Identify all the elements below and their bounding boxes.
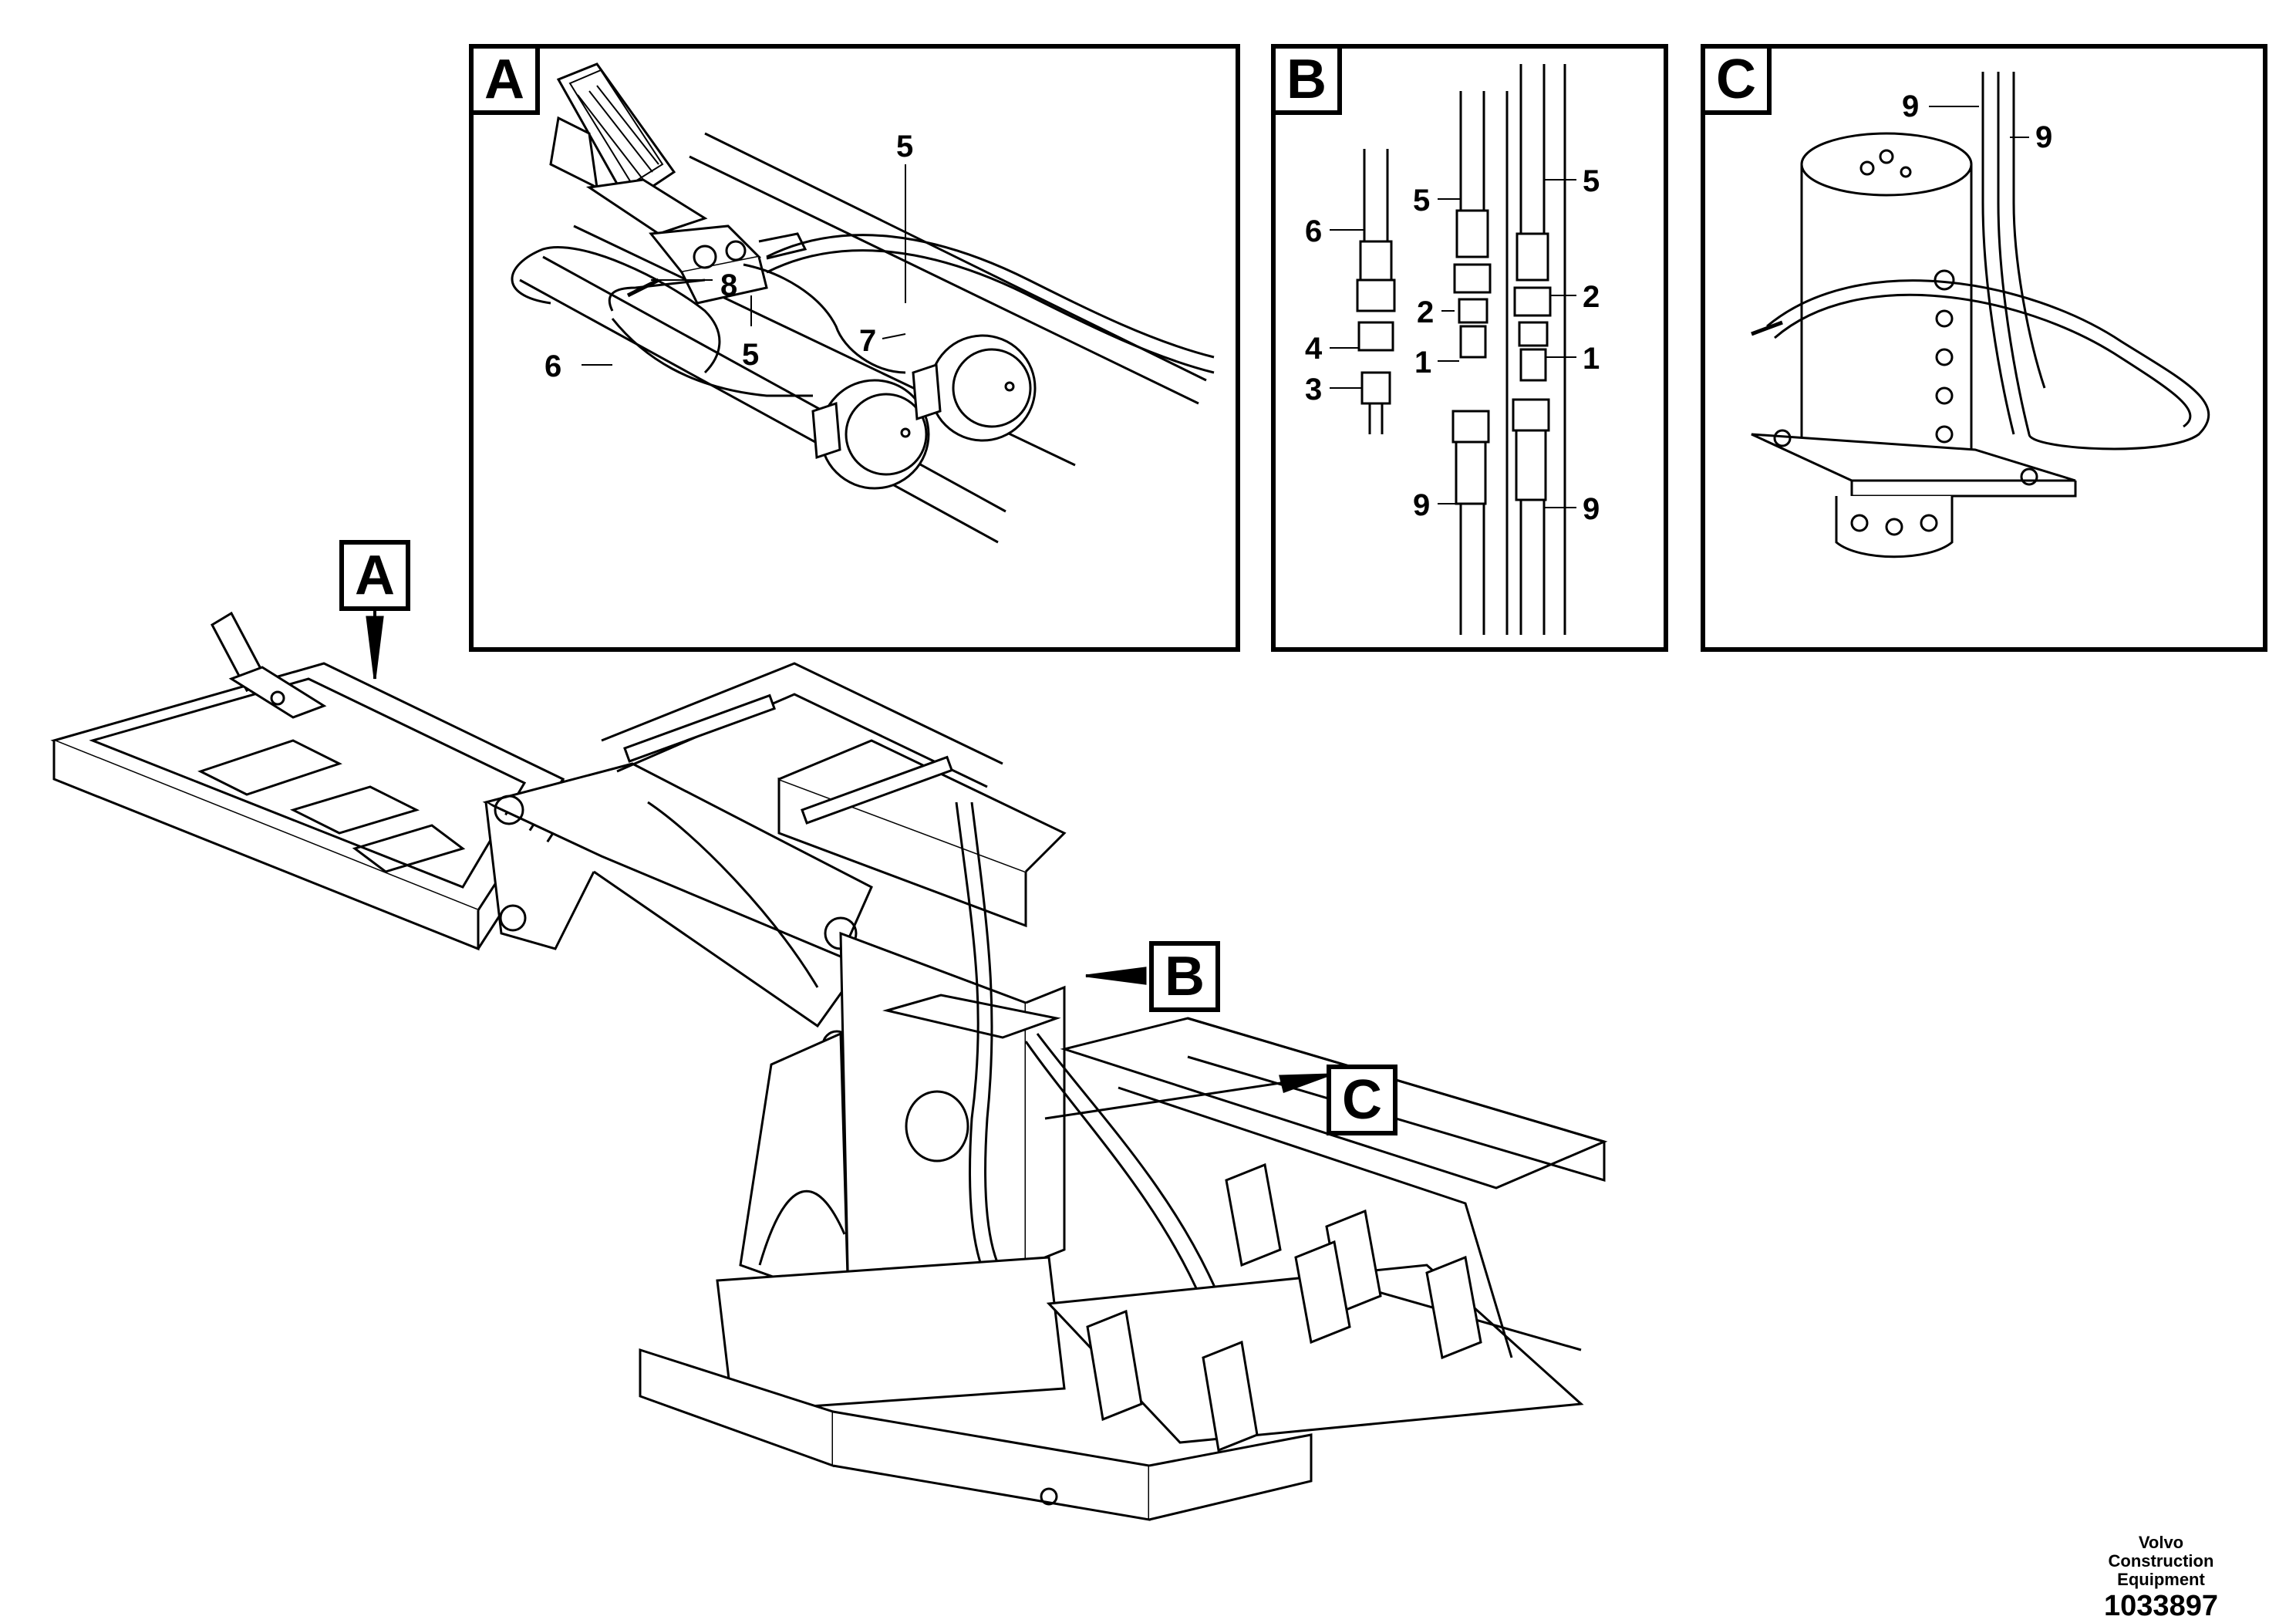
company-name: Volvo Construction Equipment	[2108, 1533, 2214, 1589]
fitting-column-right	[1512, 64, 1566, 635]
lower-base	[639, 1017, 1608, 1521]
detail-b-illustration: 6 4 3 5 2 1 9 5 2 1 9	[1305, 64, 1600, 635]
detail-a-tag: A	[469, 44, 540, 115]
detail-c-label-1: 9	[1902, 89, 1919, 123]
document-number: 1033897	[2104, 1590, 2218, 1622]
fitting-column-middle	[1451, 91, 1509, 635]
detail-c-tag: C	[1701, 44, 1772, 115]
detail-b-label-11: 9	[1583, 492, 1600, 526]
detail-b-label-1: 6	[1305, 214, 1322, 248]
callout-a: A	[339, 540, 410, 611]
detail-a-label-2: 8	[720, 268, 737, 302]
pedal-icon	[549, 62, 708, 235]
detail-b-label-5: 2	[1417, 295, 1434, 329]
center-pillar	[739, 931, 1066, 1306]
detail-c-frame: C	[1701, 44, 2267, 652]
detail-a-label-3: 6	[544, 349, 561, 383]
accumulator-left-icon	[811, 379, 930, 490]
front-platform	[50, 662, 565, 951]
footer: Volvo Construction Equipment 1033897	[2084, 1534, 2238, 1623]
callout-c: C	[1327, 1065, 1397, 1135]
accumulator-right-icon	[912, 334, 1037, 442]
detail-b-label-10: 1	[1583, 342, 1600, 376]
detail-b-label-7: 9	[1413, 488, 1430, 522]
swivel-joint-icon	[1751, 132, 2077, 558]
detail-a-frame: A	[469, 44, 1240, 652]
detail-b-tag: B	[1271, 44, 1342, 115]
detail-c-illustration: 9 9	[1751, 72, 2210, 558]
detail-b-frame: B	[1271, 44, 1668, 652]
upper-bracket	[601, 662, 1067, 928]
detail-a-illustration: 5 8 6 5 7	[511, 62, 1215, 544]
detail-a-label-5: 7	[859, 324, 876, 358]
callout-b: B	[1149, 941, 1220, 1012]
brake-valve-icon	[649, 224, 807, 305]
detail-a-label-1: 5	[896, 130, 913, 164]
pedal-icon	[211, 611, 327, 719]
detail-a-label-4: 5	[742, 338, 759, 372]
detail-b-label-8: 5	[1583, 164, 1600, 198]
detail-b-label-9: 2	[1583, 280, 1600, 314]
detail-b-label-3: 3	[1305, 373, 1322, 407]
detail-b-label-2: 4	[1305, 332, 1323, 366]
detail-b-label-6: 1	[1414, 346, 1431, 380]
detail-c-label-2: 9	[2035, 120, 2052, 154]
detail-b-label-4: 5	[1413, 184, 1430, 218]
